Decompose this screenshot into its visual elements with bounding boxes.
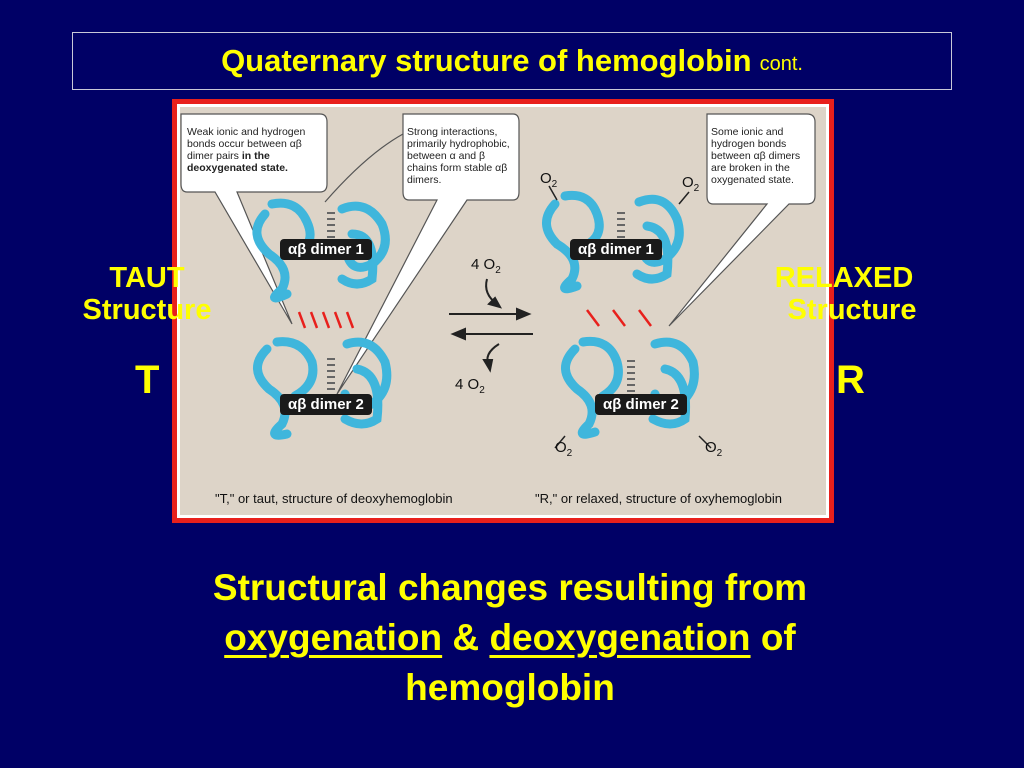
summary-line1: Structural changes resulting from bbox=[212, 567, 808, 608]
callout-strong-tail bbox=[324, 133, 404, 203]
r-broken-bond-marks bbox=[586, 309, 652, 327]
r-dimer2-protein bbox=[561, 336, 699, 439]
callout-weak-bonds: Weak ionic and hydrogen bonds occur betw… bbox=[187, 126, 322, 174]
taut-label-line2: Structure bbox=[82, 294, 212, 326]
title-box: Quaternary structure of hemoglobin cont. bbox=[72, 32, 952, 90]
taut-label-line1: TAUT bbox=[109, 262, 185, 294]
t-dimer2-protein bbox=[253, 337, 392, 440]
oxygenation-term: oxygenation bbox=[224, 617, 443, 658]
four-o2-top-label: 4 O2 bbox=[471, 256, 501, 276]
caption-relaxed: "R," or relaxed, structure of oxyhemoglo… bbox=[535, 491, 782, 506]
deoxygenation-term: deoxygenation bbox=[489, 617, 751, 658]
o2-label-r-top-left: O2 bbox=[540, 170, 558, 190]
four-o2-bottom-label: 4 O2 bbox=[455, 376, 485, 396]
callout-strong-text: Strong interactions, primarily hydrophob… bbox=[407, 126, 510, 186]
callout-strong-interactions: Strong interactions, primarily hydrophob… bbox=[407, 126, 517, 186]
o2-label-r-bottom-left: O2 bbox=[555, 439, 573, 459]
summary-line2: oxygenation & deoxygenation of bbox=[120, 613, 900, 663]
r-dimer1-label: αβ dimer 1 bbox=[570, 239, 662, 260]
o2-label-r-bottom-right: O2 bbox=[705, 439, 723, 459]
t-dimer2-label: αβ dimer 2 bbox=[280, 394, 372, 415]
hemoglobin-figure: Weak ionic and hydrogen bonds occur betw… bbox=[172, 99, 834, 523]
t-ionic-bond-marks bbox=[297, 311, 355, 329]
relaxed-structure-label: RELAXED Structure bbox=[746, 262, 942, 326]
page-title: Quaternary structure of hemoglobin bbox=[221, 43, 752, 78]
taut-letter: T bbox=[135, 358, 160, 402]
callout-weak-box bbox=[180, 113, 328, 325]
relaxed-label-line2: Structure bbox=[787, 294, 917, 326]
title-suffix: cont. bbox=[759, 52, 803, 75]
relaxed-label-line1: RELAXED bbox=[774, 262, 914, 294]
ampersand: & bbox=[452, 617, 480, 658]
o2-bond-lines bbox=[548, 185, 712, 449]
taut-structure-label: TAUT Structure bbox=[52, 262, 242, 326]
t-dimer1-label: αβ dimer 1 bbox=[280, 239, 372, 260]
caption-taut: "T," or taut, structure of deoxyhemoglob… bbox=[215, 491, 453, 506]
callout-some-box bbox=[668, 113, 816, 327]
of-word: of bbox=[760, 617, 796, 658]
t-dimer1-protein bbox=[252, 198, 390, 303]
callout-some-bonds: Some ionic and hydrogen bonds between αβ… bbox=[711, 126, 811, 186]
equilibrium-arrows bbox=[449, 278, 533, 373]
o2-label-r-top-right: O2 bbox=[682, 174, 700, 194]
summary-text: Structural changes resulting from oxygen… bbox=[120, 563, 900, 713]
callout-strong-box bbox=[336, 113, 520, 395]
r-dimer2-label: αβ dimer 2 bbox=[595, 394, 687, 415]
relaxed-letter: R bbox=[836, 358, 865, 402]
callout-some-text: Some ionic and hydrogen bonds between αβ… bbox=[711, 126, 801, 186]
callout-weak-bold: in the deoxygenated state. bbox=[187, 150, 288, 174]
summary-line3: hemoglobin bbox=[405, 667, 615, 708]
callout-weak-text: Weak ionic and hydrogen bonds occur betw… bbox=[187, 126, 306, 162]
